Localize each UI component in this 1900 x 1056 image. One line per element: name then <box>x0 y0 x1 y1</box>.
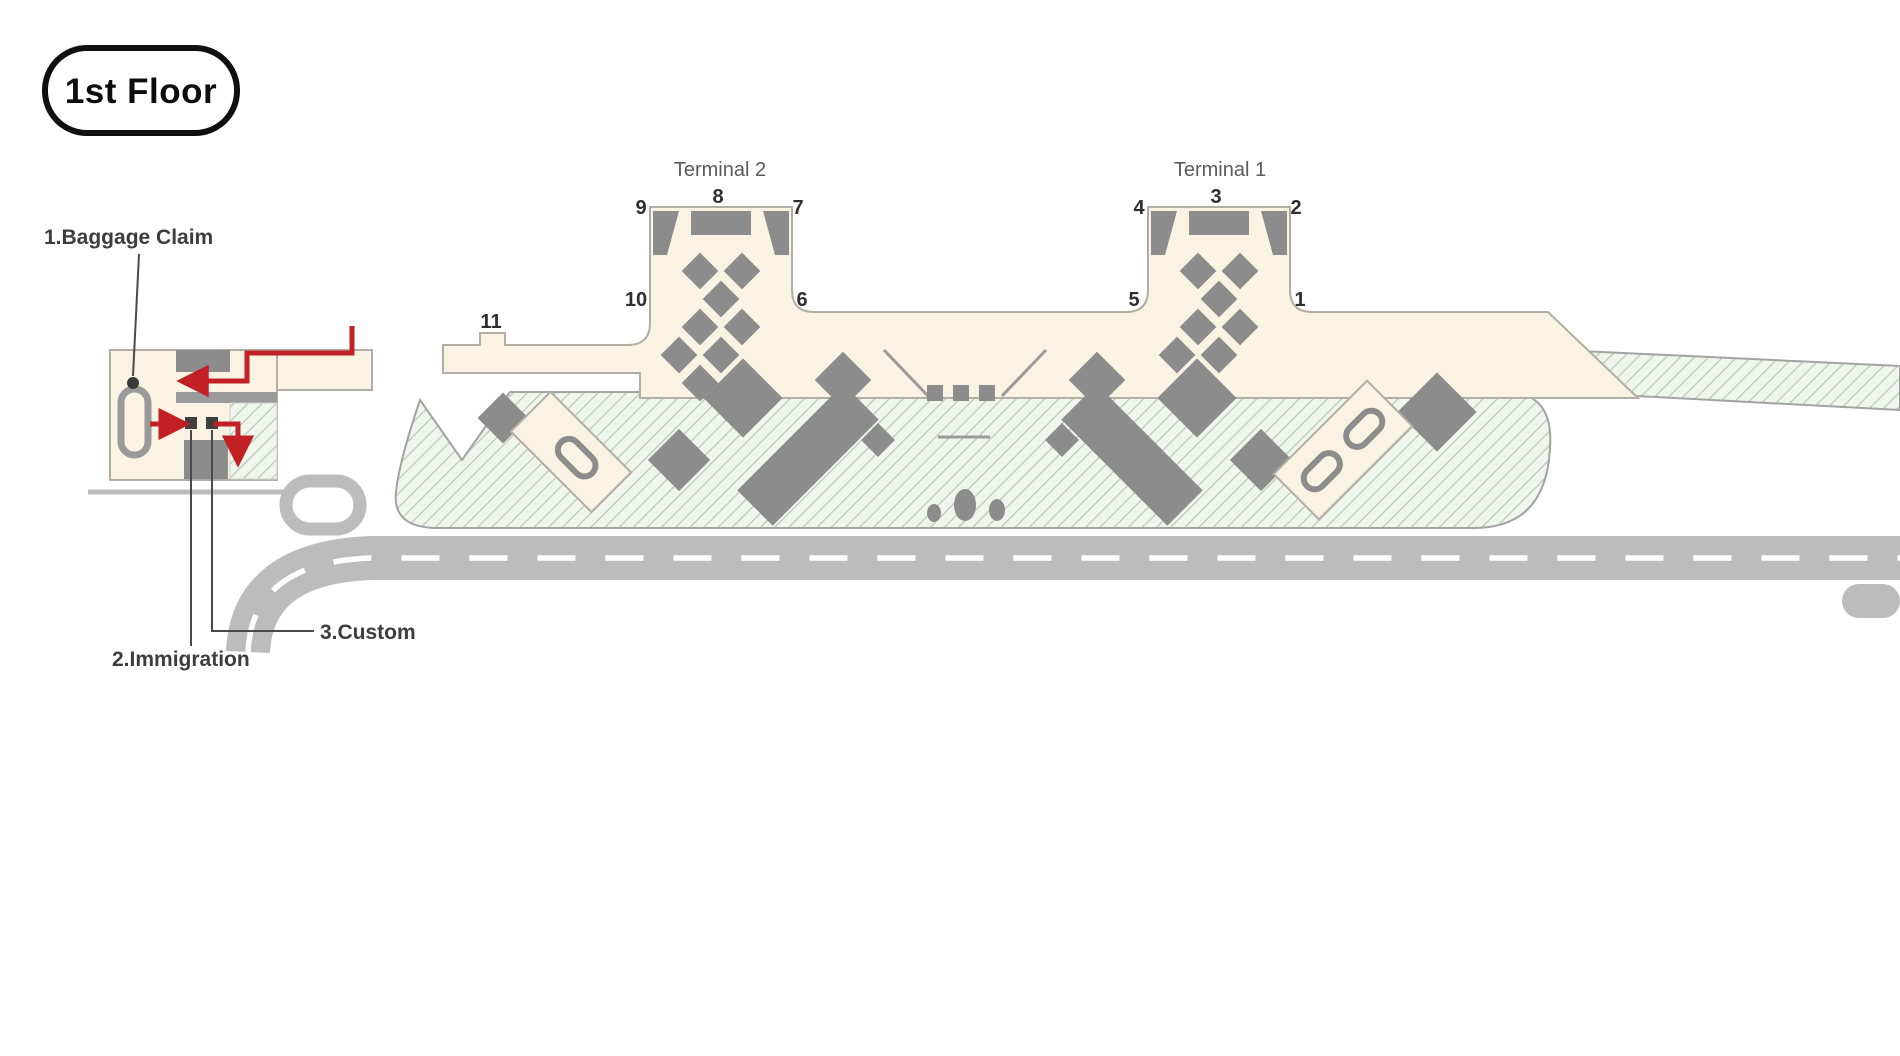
baggage-claim-marker-dot <box>127 377 139 389</box>
gate-1-label: 1 <box>1294 289 1305 311</box>
custom-leader <box>211 430 314 632</box>
terminal1-label: Terminal 1 <box>1174 159 1266 181</box>
apron-misc-structures <box>477 348 1477 522</box>
flow-arrow-to-baggage <box>176 326 355 398</box>
floor-badge-outline <box>42 45 240 136</box>
gate-7-label: 7 <box>792 197 803 219</box>
roadway <box>88 474 1900 654</box>
baggage-claim-leader <box>132 253 140 377</box>
road-ramp-stub <box>1842 584 1900 618</box>
baggage-claim-label: 1.Baggage Claim <box>44 226 213 249</box>
gate-2-label: 2 <box>1290 197 1301 219</box>
gate-3-label: 3 <box>1210 186 1221 208</box>
arrivals-corridor <box>276 349 373 391</box>
gate-4-label: 4 <box>1133 197 1145 219</box>
road-center-line <box>245 555 1900 653</box>
driveway-loop <box>279 474 367 536</box>
left-baggage-hall <box>509 390 633 514</box>
right-baggage-hall <box>1272 379 1414 521</box>
gate-5-label: 5 <box>1128 289 1139 311</box>
custom-label: 3.Custom <box>320 621 416 644</box>
terminal2-label: Terminal 2 <box>674 159 766 181</box>
hall-block-top <box>176 350 230 372</box>
legend-leader-lines <box>132 253 314 646</box>
main-road <box>226 536 1900 654</box>
immigration-booth-1 <box>185 417 197 429</box>
baggage-carousel <box>117 385 152 459</box>
immigration-label: 2.Immigration <box>112 648 250 671</box>
apron-area <box>394 391 1552 530</box>
gate-11-label: 11 <box>480 311 501 333</box>
terminal-building <box>442 206 1641 399</box>
hall-wall <box>176 392 277 403</box>
arrivals-building <box>109 326 373 481</box>
flow-arrow-to-custom <box>214 421 255 468</box>
gate-8-label: 8 <box>712 186 723 208</box>
floor-badge-label: 1st Floor <box>65 72 217 111</box>
gate-6-label: 6 <box>796 289 807 311</box>
floor-badge: 1st Floor <box>42 45 240 136</box>
gate-10-label: 10 <box>625 289 647 311</box>
gate-9-label: 9 <box>635 197 646 219</box>
